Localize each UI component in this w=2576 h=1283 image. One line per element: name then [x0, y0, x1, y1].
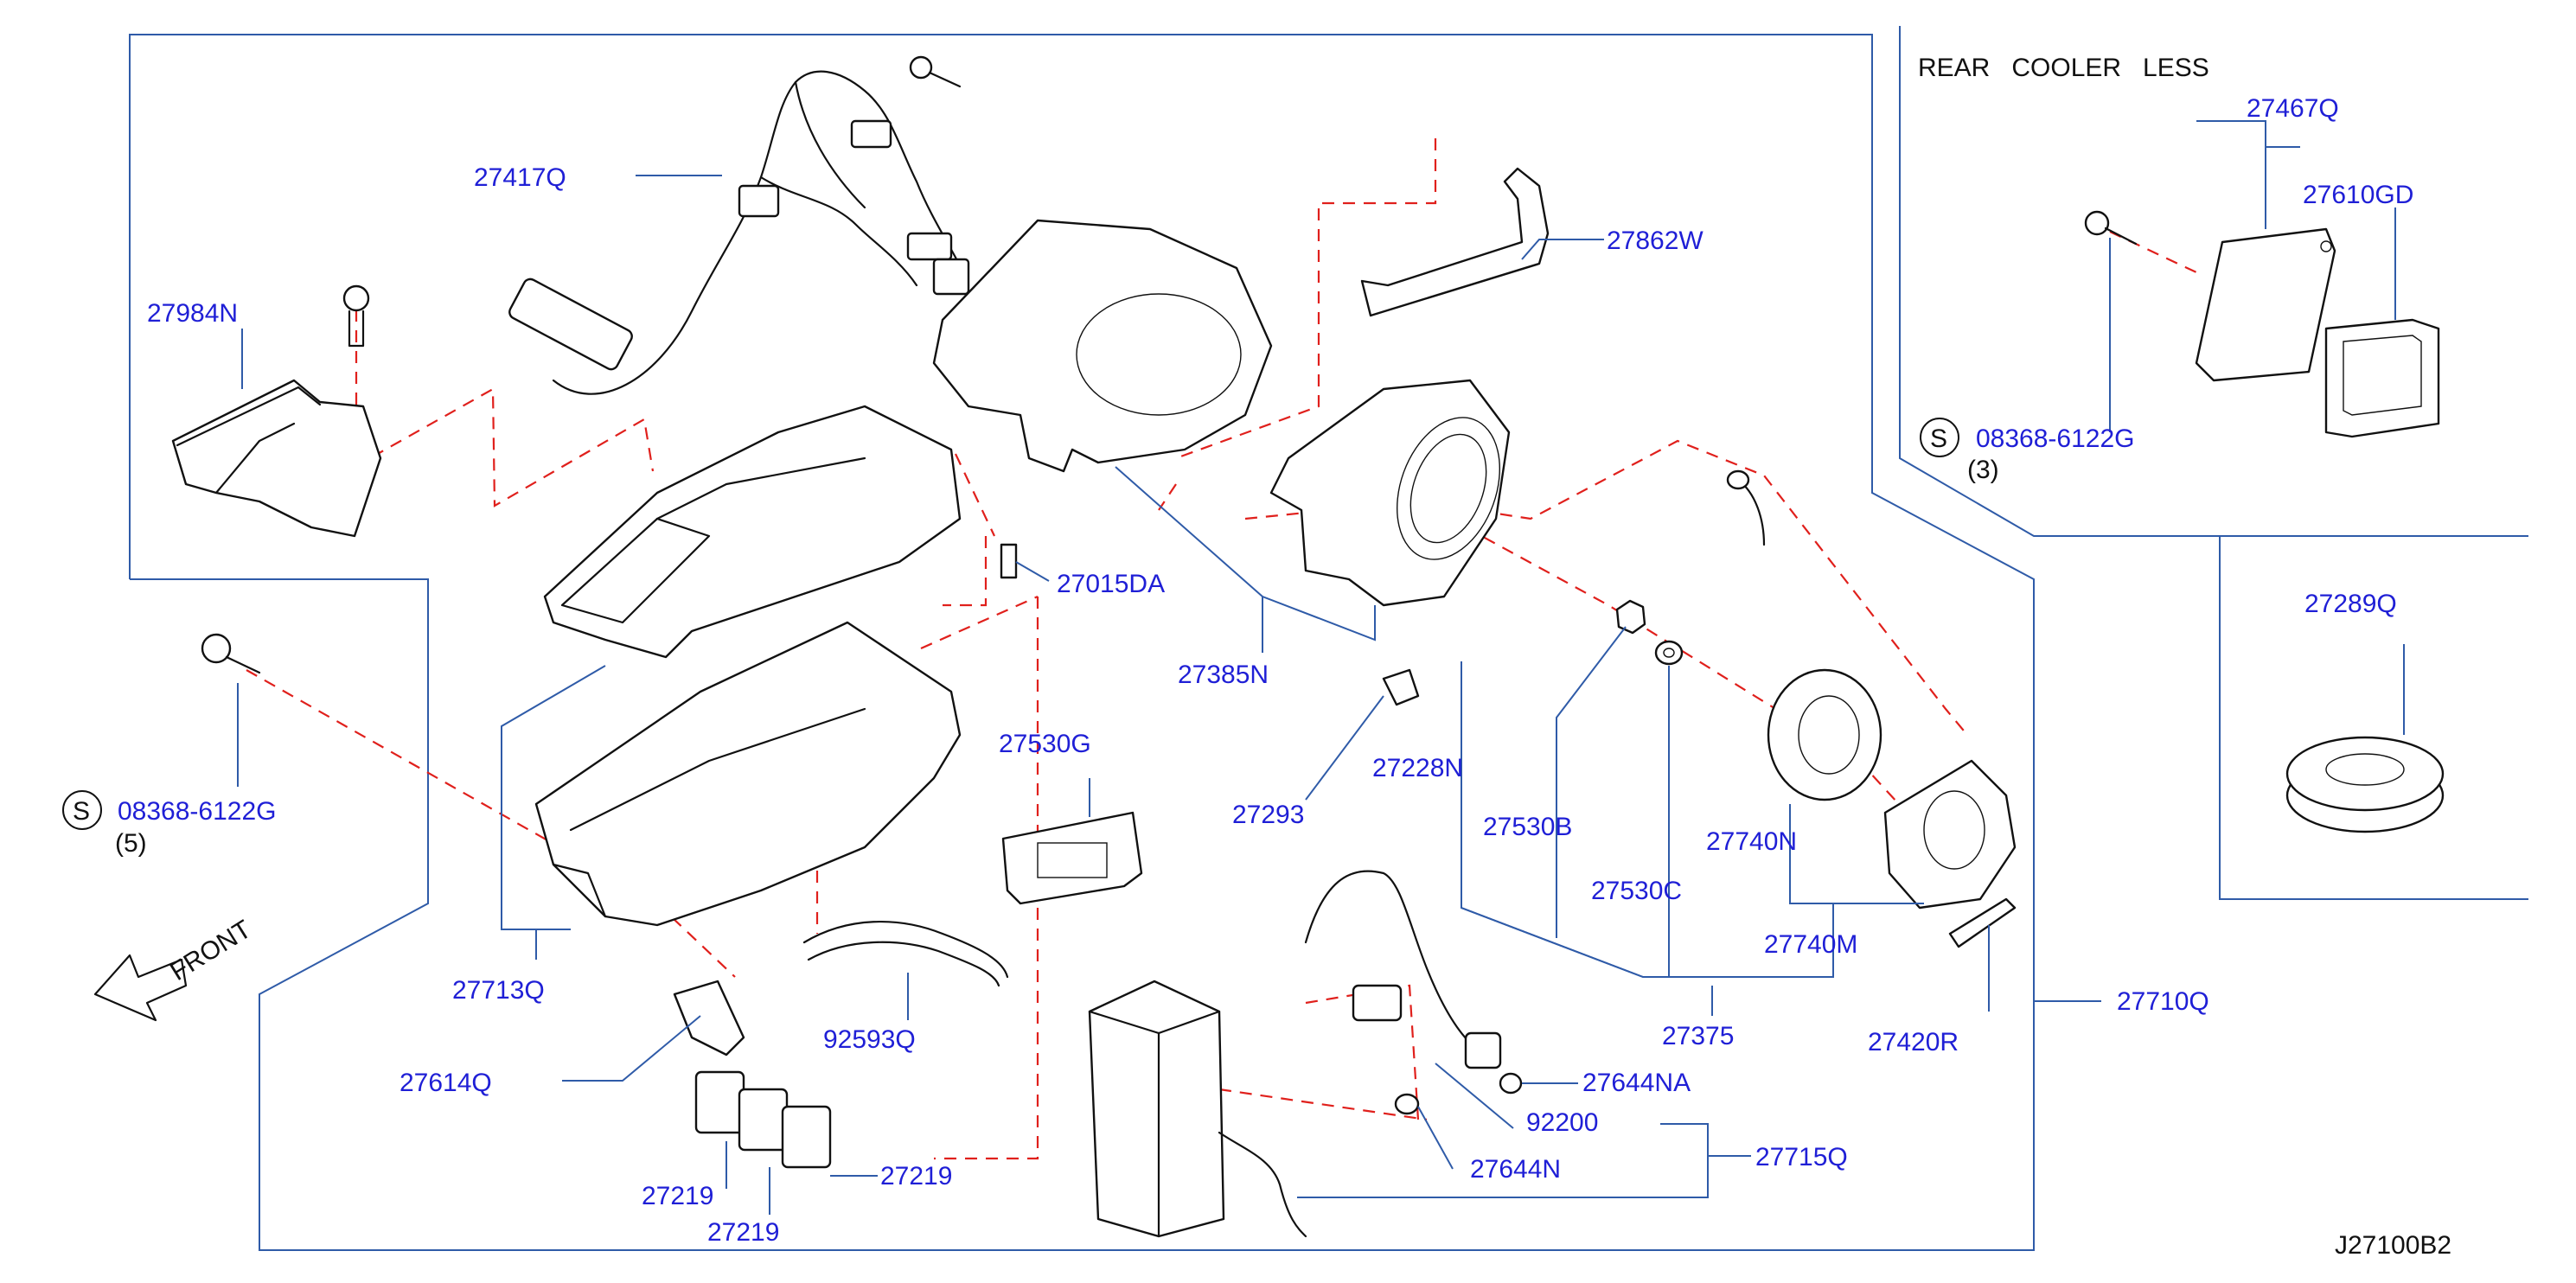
label-08368-right: 08368-6122G: [1976, 424, 2135, 453]
expansion-valve-92200: [1304, 870, 1502, 1069]
label-27219-b: 27219: [880, 1162, 952, 1190]
leader-lines: [237, 120, 2405, 1215]
qty-left: (5): [115, 829, 147, 858]
duct-27984n: [171, 379, 382, 538]
label-27713q: 27713Q: [452, 976, 545, 1005]
part-27293: [1382, 668, 1420, 706]
hose-92593q: [802, 920, 1009, 987]
labels: 27417Q 27984N 27862W 27015DA 27385N S 08…: [62, 54, 2451, 1260]
s-marker-left: [62, 790, 102, 830]
grommet-27289q: [2285, 736, 2445, 833]
qty-right: (3): [1967, 456, 1999, 484]
label-27715q: 27715Q: [1755, 1143, 1848, 1171]
label-27530c: 27530C: [1591, 877, 1682, 905]
label-27293: 27293: [1232, 801, 1304, 829]
part-27420r: [1948, 897, 2017, 948]
label-27420r: 27420R: [1868, 1028, 1959, 1056]
label-27015da: 27015DA: [1057, 570, 1165, 598]
label-27530g: 27530G: [999, 730, 1091, 758]
bracket-27862w: [1360, 167, 1550, 317]
o-ring-27644n: [1394, 1093, 1420, 1115]
resistor-27467q: [2195, 227, 2336, 382]
screw-duct: [342, 284, 370, 348]
label-92593q: 92593Q: [823, 1025, 916, 1054]
label-27289q: 27289Q: [2304, 590, 2397, 618]
bolt-right: [2084, 210, 2138, 246]
harness-27417q: [508, 70, 970, 395]
assembly-guide-lines: [246, 138, 2197, 1160]
label-27610gd: 27610GD: [2303, 181, 2413, 209]
drain-hose: [1726, 469, 1766, 546]
rear-cooler-less-label: REAR COOLER LESS: [1918, 54, 2209, 82]
relays-27219: [694, 1070, 832, 1169]
clip-27015da: [1000, 543, 1018, 579]
label-27644na: 27644NA: [1582, 1069, 1691, 1097]
heater-case-upper: [543, 405, 962, 659]
bracket-27530g: [1001, 811, 1143, 905]
label-27417q: 27417Q: [474, 163, 566, 192]
label-27862w: 27862W: [1607, 227, 1703, 255]
assembly-frame: [129, 26, 2528, 1251]
motor-27740m: [1883, 759, 2017, 910]
s-marker-left-text: S: [73, 797, 90, 826]
fan-27740n: [1767, 668, 1882, 801]
label-27740m: 27740M: [1764, 930, 1857, 959]
label-27644n: 27644N: [1470, 1155, 1561, 1184]
bracket-27614q: [673, 980, 745, 1056]
label-92200: 92200: [1526, 1108, 1598, 1137]
drawing-code: J27100B2: [2335, 1231, 2451, 1260]
nut-27530b: [1615, 599, 1646, 635]
label-08368-left: 08368-6122G: [118, 797, 277, 826]
o-ring-27644na: [1499, 1072, 1523, 1095]
label-27219-a: 27219: [642, 1182, 713, 1210]
bolt-left: [201, 633, 261, 674]
label-27219-c: 27219: [707, 1218, 779, 1247]
screw-top: [909, 55, 962, 88]
label-27228n: 27228N: [1372, 754, 1463, 782]
s-marker-right-text: S: [1930, 424, 1947, 453]
washer-27530c: [1654, 640, 1684, 666]
label-27530b: 27530B: [1483, 813, 1572, 841]
s-marker-right: [1920, 418, 1959, 457]
heater-case-lower: [534, 621, 962, 927]
gasket-27610gd: [2324, 318, 2440, 438]
front-arrow: [93, 954, 188, 1022]
label-27467q: 27467Q: [2247, 94, 2339, 123]
label-27710q: 27710Q: [2117, 987, 2209, 1016]
label-27614q: 27614Q: [400, 1069, 492, 1097]
front-label: FRONT: [165, 915, 256, 986]
evaporator-27715q: [1088, 980, 1307, 1238]
label-27375: 27375: [1662, 1022, 1734, 1050]
label-27385n: 27385N: [1178, 661, 1269, 689]
label-27984n: 27984N: [147, 299, 238, 328]
blower-housing-27385n: [932, 219, 1511, 607]
label-27740n: 27740N: [1706, 827, 1797, 856]
